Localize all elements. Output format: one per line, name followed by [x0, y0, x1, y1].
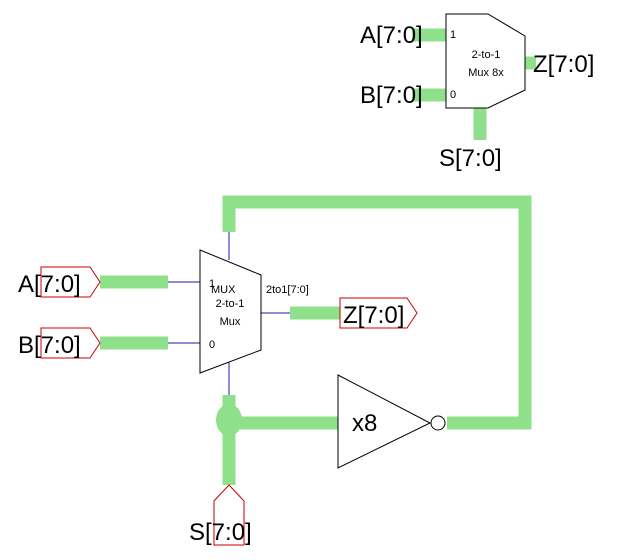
- mux-symbol: 1 0 2-to-1 Mux 8x A[7:0] B[7:0] Z[7:0] S…: [360, 13, 594, 172]
- symbol-title-line1: 2-to-1: [472, 49, 501, 61]
- symbol-input-b-label: B[7:0]: [360, 82, 423, 109]
- symbol-input-a-label: A[7:0]: [360, 22, 423, 49]
- output-z-label: Z[7:0]: [343, 302, 404, 329]
- symbol-pin-0: 0: [450, 89, 456, 101]
- inverter-label: x8: [352, 410, 377, 437]
- port-a-outline: [40, 266, 101, 298]
- input-a-label: A[7:0]: [18, 271, 81, 298]
- port-s-outline: [213, 484, 245, 546]
- mux-body: [199, 249, 262, 374]
- mux-pin-0: 0: [209, 339, 215, 351]
- port-b-outline: [40, 327, 101, 359]
- symbol-title-line2: Mux 8x: [468, 67, 504, 79]
- symbol-output-z-label: Z[7:0]: [533, 51, 594, 78]
- mux-line2: Mux: [220, 316, 241, 328]
- input-b-label: B[7:0]: [18, 332, 81, 359]
- mux-name: MUX: [211, 284, 236, 296]
- bus-feedback: [222, 195, 532, 430]
- mux-line1: 2-to-1: [216, 298, 245, 310]
- mux-schematic: 1 0 MUX 2-to-1 Mux 2to1[7:0] x8 A[7:0] B…: [18, 195, 532, 546]
- symbol-select-s-label: S[7:0]: [439, 145, 502, 172]
- mux-instance: 2to1[7:0]: [266, 284, 309, 296]
- select-s-label: S[7:0]: [189, 519, 252, 546]
- port-z-outline: [339, 297, 418, 329]
- junction-dot: [216, 404, 242, 436]
- inverter-body: [337, 374, 432, 469]
- mux-pin-1: 1: [209, 278, 215, 290]
- symbol-pin-1: 1: [450, 29, 456, 41]
- symbol-body: [445, 13, 526, 109]
- inverter-bubble: [430, 415, 446, 431]
